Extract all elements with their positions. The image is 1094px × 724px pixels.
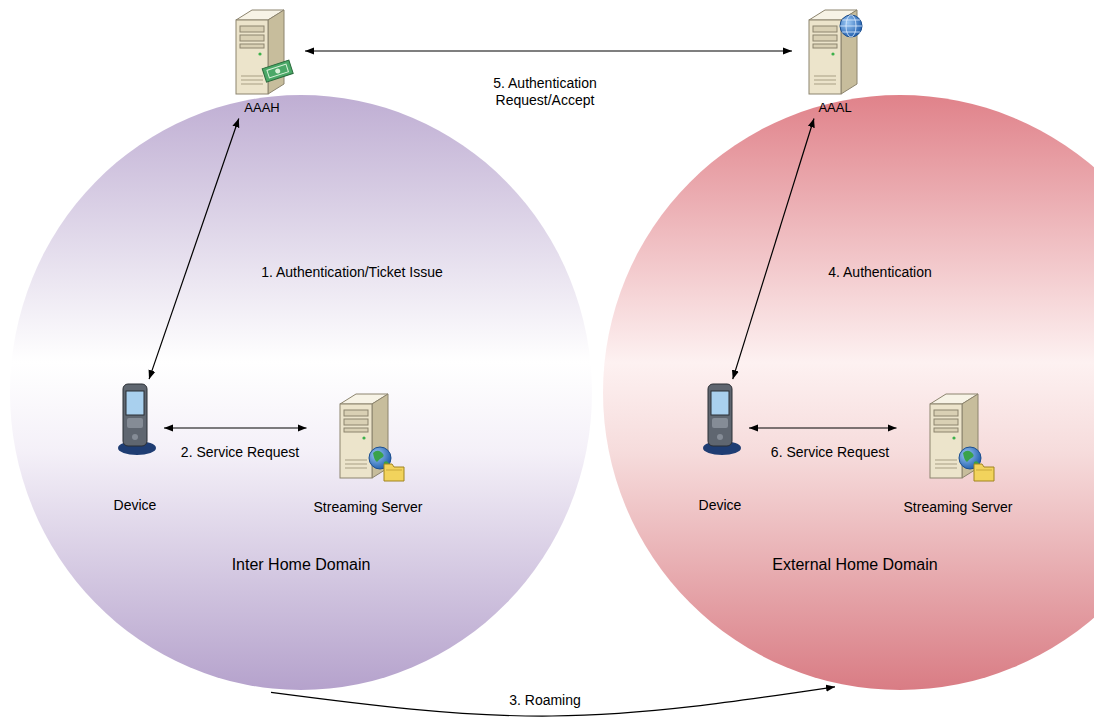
- domain-label: External Home Domain: [772, 555, 937, 574]
- icon-use: [236, 10, 293, 94]
- edge-label: 3. Roaming: [509, 692, 581, 709]
- node-icon: [226, 6, 298, 96]
- connector: [149, 118, 239, 379]
- node-label: AAAL: [818, 100, 851, 116]
- node-label: Streaming Server: [314, 499, 423, 516]
- domain-fill: [10, 95, 592, 690]
- domain-label: Inter Home Domain: [232, 555, 371, 574]
- node-icon: [330, 390, 406, 482]
- connector: [749, 427, 897, 428]
- edge-label: 5. Authentication Request/Accept: [460, 75, 630, 109]
- domain-circle: AAAH Device Streaming ServerInter Home Dom…: [10, 95, 592, 690]
- node-icon: [698, 382, 742, 458]
- node-label: AAAH: [244, 100, 279, 116]
- edge-label: 2. Service Request: [181, 444, 299, 461]
- connector: [271, 687, 835, 716]
- node-label: Streaming Server: [904, 499, 1013, 516]
- domain-label-box: External Home Domain: [772, 555, 937, 574]
- domain-shape: [10, 95, 592, 690]
- domain-label-box: Inter Home Domain: [232, 555, 371, 574]
- connector: [733, 118, 814, 379]
- edge-label: 1. Authentication/Ticket Issue: [261, 264, 443, 281]
- domain-circle: AAAL Device Streaming ServerExternal Home …: [603, 95, 1094, 690]
- edge-label: 4. Authentication: [828, 264, 932, 281]
- node-icon: [920, 390, 996, 482]
- icon-use: [809, 10, 862, 94]
- domain-fill: [603, 95, 1094, 690]
- node-icon: [113, 382, 157, 458]
- node-label: Device: [699, 497, 742, 514]
- node-label: Device: [114, 497, 157, 514]
- connector: [164, 427, 307, 428]
- domain-shape: [603, 95, 1094, 690]
- connector: [305, 50, 792, 51]
- node-icon: [799, 6, 871, 96]
- edge-label: 6. Service Request: [771, 444, 889, 461]
